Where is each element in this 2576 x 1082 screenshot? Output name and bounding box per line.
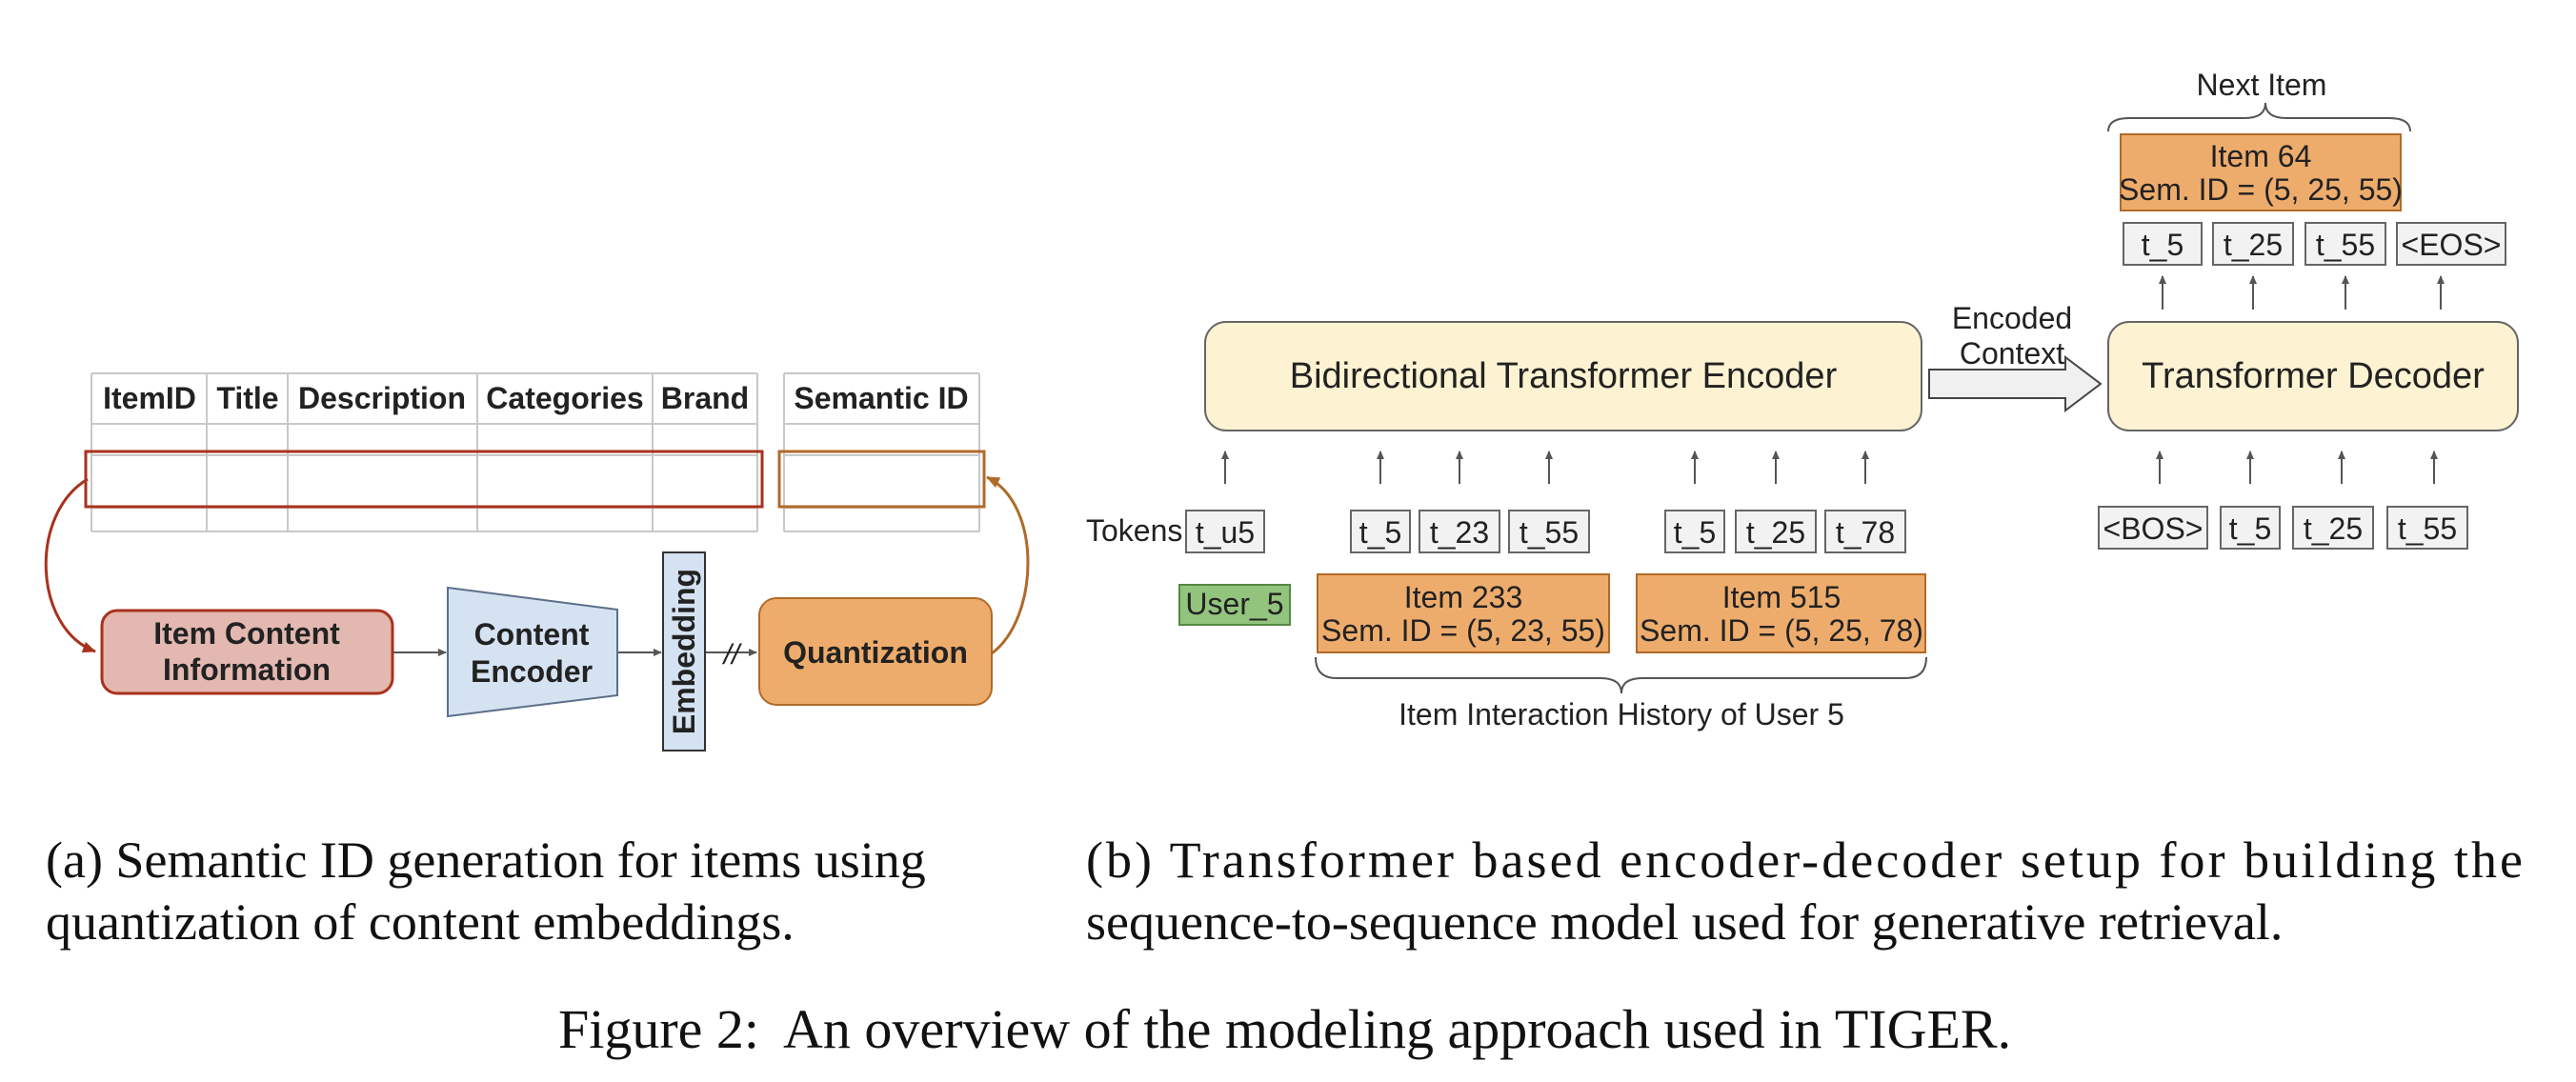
header-categories: Categories (486, 381, 643, 415)
decoder-output-0-box (2123, 222, 2203, 266)
embedding-label: Embedding (667, 569, 701, 734)
decoder-label: Transformer Decoder (2142, 356, 2485, 396)
figure-caption-text: An overview of the modeling approach use… (783, 998, 2011, 1060)
decoder-input-arrows (2156, 451, 2438, 484)
item233-token-1: t_23 (1430, 515, 1489, 550)
decoder-output-0: t_5 (2142, 228, 2184, 262)
user-label-text: User_5 (1185, 587, 1283, 621)
content-encoder-line1: Content (474, 617, 590, 651)
user-token-text: t_u5 (1196, 515, 1255, 550)
quantization-to-semantic-arrow (986, 475, 1030, 655)
content-encoder-shape (447, 586, 618, 718)
selected-row-highlight (84, 450, 764, 509)
item515-token-2: t_78 (1836, 515, 1895, 550)
item233-box (1317, 573, 1610, 653)
decoder-input-1-box (2220, 506, 2281, 550)
item233-token-0-box (1350, 510, 1411, 553)
item515-token-2-box (1824, 510, 1906, 553)
item233-token-0: t_5 (1359, 515, 1401, 550)
item233-line1: Item 233 (1404, 580, 1523, 614)
panel-b: Bidirectional Transformer Encoder Encode… (1086, 68, 2523, 951)
quantization-box (758, 597, 993, 706)
item64-line2: Sem. ID = (5, 25, 55) (2119, 172, 2403, 207)
header-itemid: ItemID (103, 381, 196, 415)
caption-b-line2: sequence-to-sequence model used for gene… (1086, 893, 2283, 951)
user-label-box (1178, 584, 1291, 626)
caption-a-line2: quantization of content embeddings. (46, 893, 795, 951)
decoder-output-3-box (2396, 222, 2506, 266)
decoder-input-0-box (2098, 506, 2208, 550)
break-mark: // (722, 639, 742, 671)
decoder-output-2-box (2304, 222, 2386, 266)
quantization-label: Quantization (783, 635, 968, 670)
user-token-box (1185, 510, 1265, 553)
next-item-brace (2107, 102, 2411, 132)
figure-caption: Figure 2: An overview of the modeling ap… (558, 998, 2011, 1060)
decoder-output-2: t_55 (2316, 228, 2375, 262)
header-title: Title (216, 381, 278, 415)
encoded-context-line1: Encoded (1952, 301, 2072, 335)
caption-b-line1: (b) Transformer based encoder-decoder se… (1086, 832, 2523, 889)
panel-a: ItemID Title Description Categories Bran… (44, 372, 1030, 951)
history-brace (1315, 656, 1927, 694)
decoder-input-3-box (2386, 506, 2468, 550)
item515-line2: Sem. ID = (5, 25, 78) (1640, 613, 1923, 648)
decoder-input-2: t_25 (2304, 511, 2363, 546)
tokens-label: Tokens (1086, 513, 1182, 548)
decoder-output-arrows (2159, 275, 2445, 310)
item515-token-1-box (1735, 510, 1817, 553)
item-content-line2: Information (163, 652, 331, 687)
decoder-input-1: t_5 (2229, 511, 2271, 546)
header-description: Description (298, 381, 466, 415)
item515-token-0-box (1664, 510, 1725, 553)
history-label: Item Interaction History of User 5 (1399, 697, 1844, 731)
caption-a-line1: (a) Semantic ID generation for items usi… (46, 832, 926, 889)
item64-line1: Item 64 (2210, 139, 2312, 173)
decoder-output-1: t_25 (2224, 228, 2283, 262)
row-to-content-arrow (44, 477, 96, 653)
item515-line1: Item 515 (1722, 580, 1841, 614)
embedding-box (662, 551, 706, 751)
encoded-context-line2: Context (1960, 336, 2064, 371)
decoder-input-2-box (2292, 506, 2374, 550)
decoder-output-3: <EOS> (2402, 228, 2502, 262)
encoder-label: Bidirectional Transformer Encoder (1290, 356, 1838, 396)
decoder-input-3: t_55 (2398, 511, 2457, 546)
content-encoder-line2: Encoder (471, 654, 593, 689)
item515-token-0: t_5 (1674, 515, 1716, 550)
item515-token-1: t_25 (1746, 515, 1805, 550)
next-item-label: Next Item (2197, 68, 2327, 102)
item-content-box (100, 609, 394, 695)
header-brand: Brand (661, 381, 749, 415)
item233-token-1-box (1419, 510, 1500, 553)
item233-token-2-box (1508, 510, 1590, 553)
semantic-id-highlight (777, 450, 986, 509)
item233-token-2: t_55 (1519, 515, 1579, 550)
decoder-box (2107, 321, 2519, 431)
figure-caption-prefix: Figure 2: (558, 998, 759, 1060)
decoder-output-1-box (2212, 222, 2294, 266)
encoder-box (1204, 321, 1922, 431)
item64-box (2120, 133, 2402, 211)
item-content-line1: Item Content (153, 616, 340, 651)
encoded-context-arrow (1928, 354, 2103, 413)
item515-box (1636, 573, 1926, 653)
decoder-input-0: <BOS> (2103, 511, 2204, 546)
item233-line2: Sem. ID = (5, 23, 55) (1321, 613, 1605, 648)
encoder-input-arrows (1221, 451, 1869, 484)
header-semantic-id: Semantic ID (794, 381, 968, 415)
